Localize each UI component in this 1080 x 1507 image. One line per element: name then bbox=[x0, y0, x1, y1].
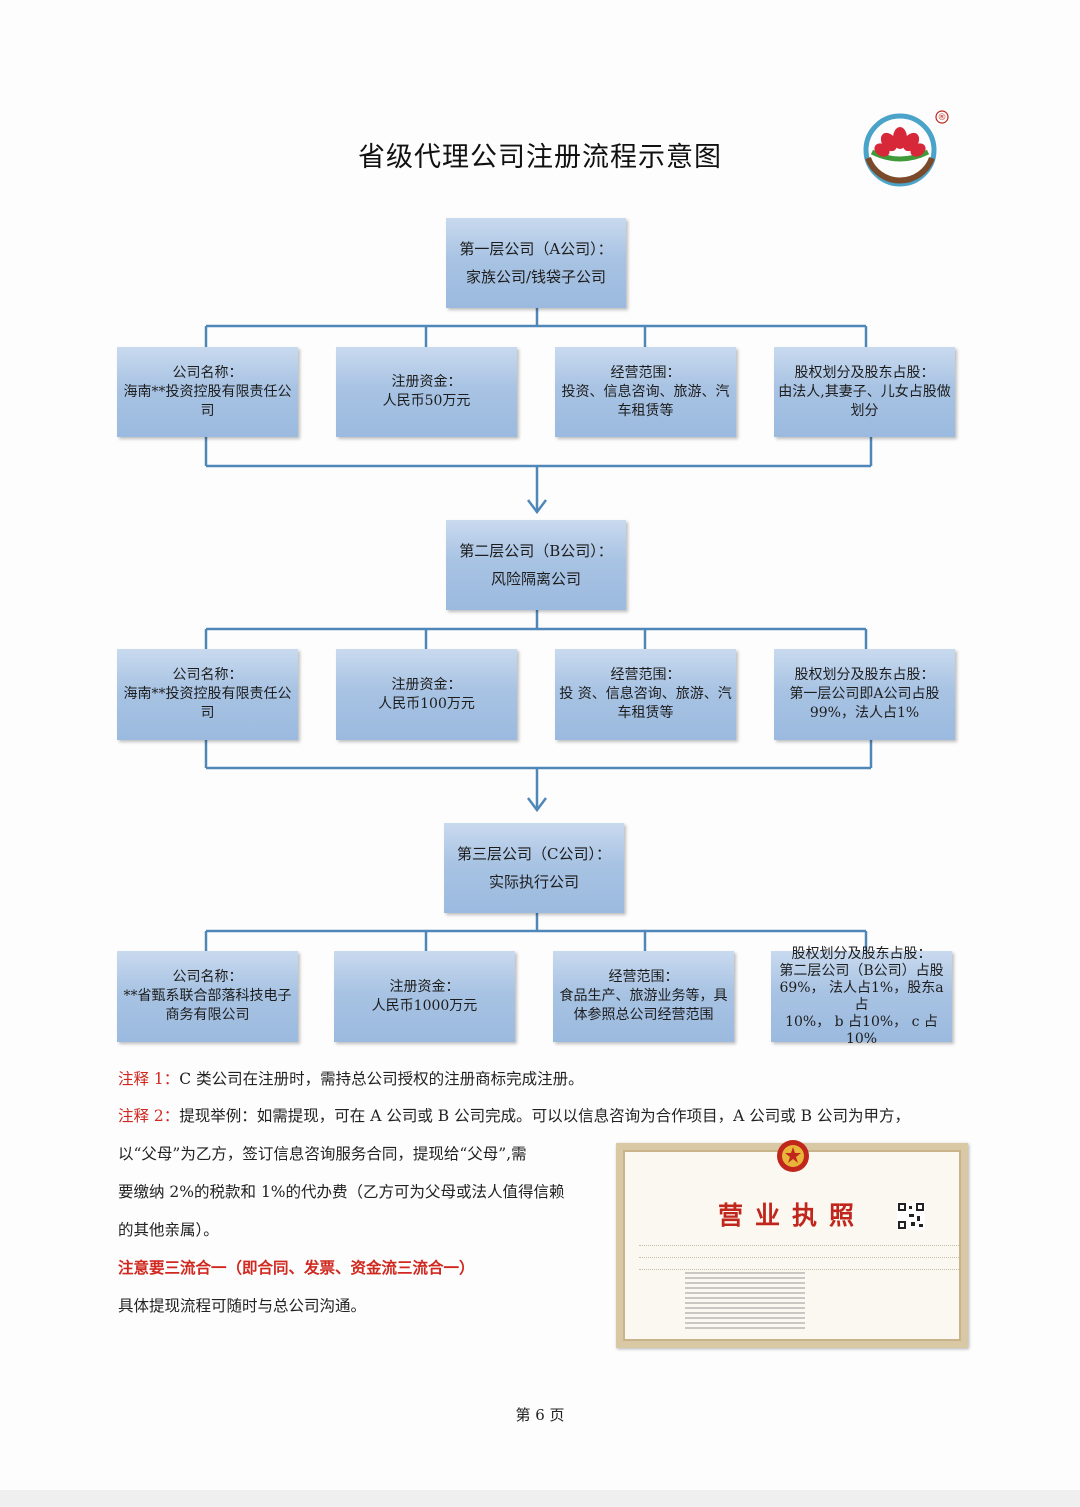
box-line: 注册资金： bbox=[389, 978, 460, 995]
tier1-head-line2: 家族公司/钱袋子公司 bbox=[465, 268, 607, 286]
box-line: 69%， 法人占1%，股东a 占 bbox=[779, 979, 944, 1013]
note-1: 注释 1：C 类公司在注册时，需持总公司授权的注册商标完成注册。 bbox=[118, 1067, 584, 1089]
box-line: 人民币50万元 bbox=[382, 393, 471, 409]
tier3-head-line1: 第三层公司（C公司）： bbox=[457, 845, 611, 863]
box-line: 注册资金： bbox=[391, 676, 462, 693]
box-line: 99%，法人占1% bbox=[809, 705, 920, 721]
license-row bbox=[639, 1258, 959, 1270]
tier2-scope-box: 经营范围： 投 资、信息咨询、旅游、汽 车租赁等 bbox=[555, 649, 736, 740]
page-number: 第 6 页 bbox=[515, 1406, 565, 1424]
box-line: 投资、信息咨询、旅游、汽 bbox=[561, 383, 730, 400]
three-flows-warning: 注意要三流合一（即合同、发票、资金流三流合一） bbox=[118, 1258, 475, 1277]
license-title: 营业执照 bbox=[717, 1201, 866, 1230]
tier3-company-name-box: 公司名称： **省甄系联合部落科技电子 商务有限公司 bbox=[117, 951, 298, 1042]
box-line: 海南**投资控股有限责任公 bbox=[123, 383, 292, 400]
tier1-head-line1: 第一层公司（A公司）： bbox=[459, 240, 613, 258]
national-emblem-icon bbox=[777, 1140, 809, 1172]
box-line: 食品生产、旅游业务等，具 bbox=[559, 988, 728, 1004]
box-line: 由法人,其妻子、儿女占股做 bbox=[778, 383, 951, 400]
box-line: 投 资、信息咨询、旅游、汽 bbox=[559, 686, 732, 702]
closing-note: 具体提现流程可随时与总公司沟通。 bbox=[118, 1297, 367, 1315]
box-line: 司 bbox=[200, 402, 215, 419]
tier2-head-line2: 风险隔离公司 bbox=[490, 570, 581, 588]
box-line: 人民币1000万元 bbox=[371, 997, 478, 1014]
box-line: 股权划分及股东占股： bbox=[794, 364, 935, 381]
tier2-head-line1: 第二层公司（B公司）： bbox=[459, 542, 613, 560]
license-row bbox=[639, 1234, 959, 1246]
tier1-capital-box: 注册资金： 人民币50万元 bbox=[336, 347, 517, 437]
box-line: 司 bbox=[200, 705, 215, 721]
note-2-line2: 以“父母”为乙方，签订信息咨询服务合同，提现给“父母”,需 bbox=[118, 1145, 527, 1163]
box-line: 10%， b 占10%， c 占10% bbox=[785, 1013, 938, 1047]
box-line: 人民币100万元 bbox=[378, 695, 475, 712]
note-2-line4: 的其他亲属）。 bbox=[118, 1221, 219, 1239]
tier3-scope-box: 经营范围： 食品生产、旅游业务等，具 体参照总公司经营范围 bbox=[553, 951, 734, 1042]
note-2-label: 注释 2： bbox=[118, 1107, 180, 1125]
tier1-head-box: 第一层公司（A公司）： 家族公司/钱袋子公司 bbox=[446, 218, 626, 308]
tier3-head-line2: 实际执行公司 bbox=[488, 873, 579, 891]
license-row bbox=[639, 1246, 959, 1258]
tier3-equity-box: 股权划分及股东占股： 第二层公司（B公司）占股 69%， 法人占1%，股东a 占… bbox=[771, 946, 952, 1047]
box-line: 股权划分及股东占股： bbox=[794, 667, 935, 683]
page-title: 省级代理公司注册流程示意图 bbox=[358, 142, 722, 173]
tier3-capital-box: 注册资金： 人民币1000万元 bbox=[334, 951, 515, 1042]
note-2: 注释 2：提现举例：如需提现，可在 A 公司或 B 公司完成。可以以信息咨询为合… bbox=[118, 1104, 910, 1126]
tier3-head-box: 第三层公司（C公司）： 实际执行公司 bbox=[444, 823, 624, 913]
tier2-capital-box: 注册资金： 人民币100万元 bbox=[336, 649, 517, 740]
note-1-text: C 类公司在注册时，需持总公司授权的注册商标完成注册。 bbox=[179, 1070, 584, 1088]
box-line: 经营范围： bbox=[610, 364, 681, 381]
box-line: 体参照总公司经营范围 bbox=[573, 1007, 714, 1023]
box-line: 注册资金： bbox=[391, 374, 462, 390]
tier2-equity-box: 股权划分及股东占股： 第一层公司即A公司占股 99%，法人占1% bbox=[774, 649, 955, 740]
box-line: 经营范围： bbox=[610, 667, 681, 683]
box-line: 经营范围： bbox=[608, 969, 679, 985]
tier1-scope-box: 经营范围： 投资、信息咨询、旅游、汽 车租赁等 bbox=[555, 347, 736, 437]
box-line: 海南**投资控股有限责任公 bbox=[123, 686, 292, 702]
box-line: 公司名称： bbox=[172, 969, 243, 985]
box-line: **省甄系联合部落科技电子 bbox=[123, 988, 292, 1004]
box-line: 股权划分及股东占股： bbox=[791, 945, 932, 962]
box-line: 车租赁等 bbox=[617, 705, 674, 721]
note-1-label: 注释 1： bbox=[118, 1070, 180, 1088]
bottom-strip bbox=[0, 1490, 1080, 1507]
note-2-line1: 提现举例：如需提现，可在 A 公司或 B 公司完成。可以以信息咨询为合作项目，A… bbox=[179, 1107, 910, 1125]
box-line: 商务有限公司 bbox=[165, 1007, 250, 1023]
box-line: 第二层公司（B公司）占股 bbox=[779, 962, 944, 979]
box-line: 车租赁等 bbox=[617, 402, 674, 419]
tier2-head-box: 第二层公司（B公司）： 风险隔离公司 bbox=[446, 520, 626, 610]
box-line: 第一层公司即A公司占股 bbox=[789, 686, 940, 702]
tier2-company-name-box: 公司名称： 海南**投资控股有限责任公 司 bbox=[117, 649, 298, 740]
tier1-equity-box: 股权划分及股东占股： 由法人,其妻子、儿女占股做 划分 bbox=[774, 347, 955, 437]
box-line: 公司名称： bbox=[172, 667, 243, 683]
box-line: 公司名称： bbox=[172, 364, 243, 381]
license-scope-text-block bbox=[685, 1272, 805, 1330]
tier1-company-name-box: 公司名称： 海南**投资控股有限责任公 司 bbox=[117, 347, 298, 437]
license-field-rows bbox=[639, 1234, 959, 1270]
registered-mark: ® bbox=[938, 113, 947, 123]
license-frame: 营业执照 bbox=[623, 1140, 961, 1341]
box-line: 划分 bbox=[850, 402, 879, 419]
business-license-image: 营业执照 bbox=[616, 1140, 968, 1348]
note-2-line3: 要缴纳 2%的税款和 1%的代办费（乙方可为父母或法人值得信赖 bbox=[118, 1183, 565, 1201]
company-logo-icon: ® bbox=[863, 110, 949, 187]
qr-code-icon bbox=[897, 1202, 925, 1230]
